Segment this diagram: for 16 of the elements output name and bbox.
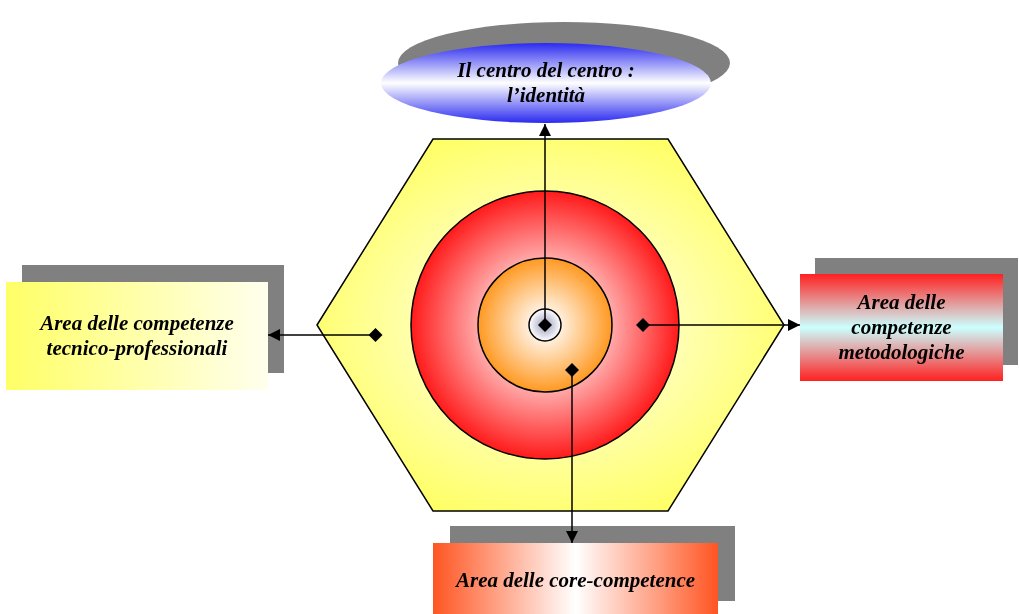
area-label: Area delle competenze tecnico-professionali (38, 310, 235, 362)
area-label: Area delle core-competence (455, 567, 696, 594)
arrow (565, 363, 579, 544)
label-box (6, 282, 268, 390)
label-box (433, 543, 718, 614)
arrow (267, 328, 383, 342)
identity-ellipse (380, 42, 712, 124)
arrow (636, 318, 801, 332)
label-box (800, 274, 1003, 381)
area-label: Area delle competenze metodologiche (837, 289, 966, 366)
area-label: Il centro del centro : l’identità (456, 57, 636, 109)
arrow (538, 123, 552, 332)
hexagon-shape (316, 138, 785, 512)
inner-circle (477, 257, 613, 393)
center-circle (528, 308, 562, 342)
outer-circle (410, 190, 680, 460)
